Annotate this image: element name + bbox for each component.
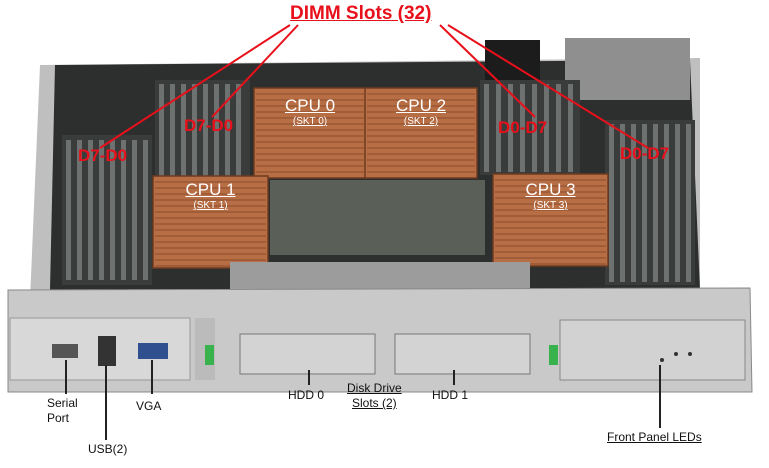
hdd1-caption: HDD 1	[432, 388, 469, 402]
serial-caption-line1: Serial	[47, 396, 78, 410]
dimm-module	[520, 84, 525, 172]
cpu0-name: CPU 0	[284, 96, 336, 115]
front-led	[660, 358, 664, 362]
disk-drive-line2: Slots (2)	[351, 396, 397, 410]
dimm-module	[192, 84, 197, 176]
hdd0-caption: HDD 0	[288, 388, 325, 402]
serial-port-connector	[52, 344, 78, 358]
dimm-module	[121, 140, 126, 280]
dimm-module	[686, 124, 691, 282]
dimm-module	[66, 140, 71, 280]
serial-caption-line2: Port	[47, 411, 70, 425]
dimm-module	[675, 124, 680, 282]
front-panel-leds-caption: Front Panel LEDs	[607, 430, 702, 444]
dimm-module	[620, 124, 625, 282]
heatsink-fins	[155, 93, 606, 267]
right-eject-tab	[549, 345, 558, 365]
dimm-module	[132, 140, 137, 280]
rear-connector	[565, 38, 690, 100]
cpu2-name: CPU 2	[395, 96, 447, 115]
dimm-module	[631, 124, 636, 282]
dimm-slots-title: DIMM Slots (32)	[290, 3, 432, 24]
hdd0-bay	[239, 333, 376, 375]
dimm-module	[568, 84, 573, 172]
rear-pins	[485, 40, 540, 85]
vga-connector	[138, 343, 168, 359]
cpu0-socket: (SKT 0)	[292, 116, 328, 127]
dimm-module	[88, 140, 93, 280]
dimm-tag-left-outer: D7-D0	[78, 146, 128, 165]
dimm-module	[110, 140, 115, 280]
cpu2-label: CPU 2 (SKT 2)	[365, 96, 477, 127]
dimm-module-lines	[66, 84, 691, 282]
cpu2-socket: (SKT 2)	[403, 116, 439, 127]
dimm-module	[225, 84, 230, 176]
dimm-module	[203, 84, 208, 176]
dimm-tag-right-outer: D0-D7	[620, 144, 670, 163]
led-panel	[559, 319, 746, 381]
cpu1-heatsink	[152, 175, 269, 269]
dimm-module	[236, 84, 241, 176]
cpu1-label: CPU 1 (SKT 1)	[153, 180, 268, 211]
usb-caption: USB(2)	[88, 442, 128, 456]
cpu3-socket: (SKT 3)	[533, 200, 568, 211]
dimm-callout-lines	[99, 24, 649, 149]
cpu0-heatsink	[253, 87, 367, 179]
chipset-area	[270, 180, 485, 255]
dimm-module	[159, 84, 164, 176]
cpu2-heatsink	[364, 87, 478, 179]
usb-connector	[98, 336, 116, 366]
vga-caption: VGA	[136, 399, 162, 413]
dimm-module	[642, 124, 647, 282]
dimm-module	[181, 84, 186, 176]
dimm-module	[484, 84, 489, 172]
cpu1-name: CPU 1	[185, 180, 236, 199]
cpu1-socket: (SKT 1)	[193, 200, 228, 211]
dimm-module	[653, 124, 658, 282]
disk-drive-line1: Disk Drive	[347, 381, 402, 395]
dimm-module	[214, 84, 219, 176]
dimm-module	[77, 140, 82, 280]
connector-callout-lines	[65, 360, 661, 440]
cpu3-heatsink	[492, 173, 609, 267]
disk-drive-slots-caption: Disk Drive Slots (2)	[347, 381, 402, 411]
dimm-module	[532, 84, 537, 172]
dimm-module	[609, 124, 614, 282]
front-led	[688, 352, 692, 356]
dimm-module	[170, 84, 175, 176]
cpu0-label: CPU 0 (SKT 0)	[254, 96, 366, 127]
dimm-module	[496, 84, 501, 172]
dimm-tag-right-inner: D0-D7	[498, 118, 548, 137]
dimm-tag-left-inner: D7-D0	[184, 116, 234, 135]
dimm-module	[99, 140, 104, 280]
left-eject-tab	[205, 345, 214, 365]
dimm-module	[508, 84, 513, 172]
front-led	[674, 352, 678, 356]
serial-port-caption: Serial Port	[47, 396, 78, 426]
dimm-module	[556, 84, 561, 172]
dimm-module	[544, 84, 549, 172]
cpu3-name: CPU 3	[525, 180, 576, 199]
dimm-module	[664, 124, 669, 282]
cpu3-label: CPU 3 (SKT 3)	[493, 180, 608, 211]
dimm-module	[143, 140, 148, 280]
hdd1-bay	[394, 333, 531, 375]
